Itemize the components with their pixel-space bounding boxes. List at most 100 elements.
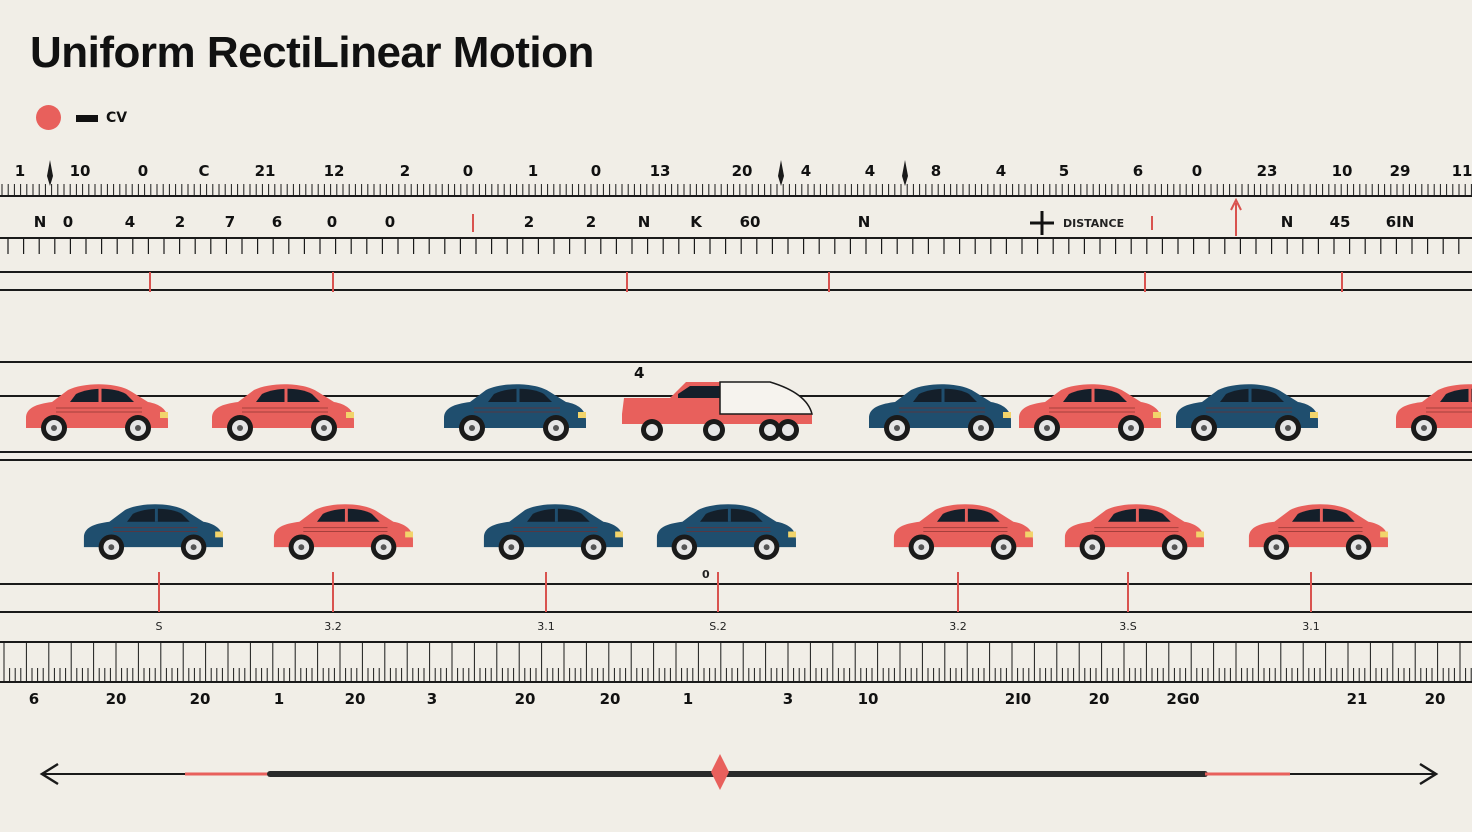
ruler-top-number: 21 <box>255 162 276 180</box>
lane2-small-label: 0 <box>702 568 710 581</box>
ruler-bottom-number: 20 <box>190 690 211 708</box>
second-scale-number: N <box>858 213 871 231</box>
legend-dot-icon <box>36 105 61 130</box>
ruler-top-number: 4 <box>996 162 1006 180</box>
legend-label: CV <box>106 110 128 126</box>
red-arrow-up-icon <box>1230 197 1242 236</box>
pointer-icon <box>902 160 908 186</box>
ruler-top-number: C <box>198 162 209 180</box>
lane2-marker-label: 3.2 <box>949 620 967 633</box>
car-icon <box>1064 504 1204 560</box>
ruler-top-number: 1 <box>528 162 538 180</box>
car-icon <box>212 384 354 441</box>
second-scale-ticks <box>7 238 1460 254</box>
motion-axis <box>39 754 1439 790</box>
legend-swatch-icon <box>76 115 98 122</box>
ruler-top-number: 23 <box>1257 162 1278 180</box>
pointer-icon <box>47 160 53 186</box>
ruler-top-ticks <box>1 184 1472 196</box>
second-scale-number: N <box>638 213 651 231</box>
lane1-cars: 4 <box>26 364 1472 441</box>
arrow-right-icon <box>1419 762 1439 786</box>
second-scale-number: 0 <box>385 213 395 231</box>
band-markers <box>149 272 1343 292</box>
ruler-bottom-ticks <box>3 642 1472 682</box>
car-icon <box>26 384 168 441</box>
axis-center-diamond-icon <box>711 754 729 790</box>
car-icon <box>1176 384 1318 441</box>
ruler-bottom-number: 2G0 <box>1166 690 1199 708</box>
ruler-top-number: 0 <box>463 162 473 180</box>
ruler-bottom-number: 1 <box>274 690 284 708</box>
ruler-top-number: 6 <box>1133 162 1143 180</box>
distance-label: DISTANCE <box>1063 217 1124 230</box>
ruler-bottom-number: 20 <box>345 690 366 708</box>
ruler-bottom-number: 2I0 <box>1005 690 1031 708</box>
ruler-bottom-number: 10 <box>858 690 879 708</box>
ruler-top-number: 0 <box>591 162 601 180</box>
ruler-bottom-number: 20 <box>515 690 536 708</box>
distance-plus-icon <box>1030 211 1054 235</box>
ruler-top-number: 29 <box>1390 162 1411 180</box>
ruler-top-number: 10 <box>1332 162 1353 180</box>
second-scale-number: N <box>1281 213 1294 231</box>
lane2-marker-label: 3.1 <box>537 620 555 633</box>
car-icon <box>1019 384 1161 441</box>
second-scale-number: 2 <box>586 213 596 231</box>
ruler-top-number: 10 <box>70 162 91 180</box>
ruler-bottom-number: 1 <box>683 690 693 708</box>
second-scale-number: N <box>34 213 47 231</box>
car-icon <box>893 504 1033 560</box>
ruler-top-number: 5 <box>1059 162 1069 180</box>
lane2-marker-label: 3.S <box>1119 620 1136 633</box>
ruler-top-number: 20 <box>732 162 753 180</box>
pointer-icon <box>778 160 784 186</box>
ruler-top-number: 2 <box>400 162 410 180</box>
car-icon <box>483 504 623 560</box>
lane2-cars <box>83 504 1388 560</box>
ruler-top-number: 12 <box>324 162 345 180</box>
arrow-left-icon <box>39 762 59 786</box>
car-icon <box>444 384 586 441</box>
ruler-top-number: 0 <box>1192 162 1202 180</box>
car-icon <box>273 504 413 560</box>
ruler-bottom-number: 20 <box>1425 690 1446 708</box>
ruler-bottom-number: 20 <box>106 690 127 708</box>
ruler-top-number: 4 <box>801 162 811 180</box>
car-icon <box>83 504 223 560</box>
lane2-marker-label: 3.2 <box>324 620 342 633</box>
marker-band <box>0 271 1472 292</box>
ruler-top-number: 0 <box>138 162 148 180</box>
ruler-top-pointers <box>47 160 908 186</box>
second-scale-number: 7 <box>225 213 235 231</box>
second-scale-number: 2 <box>175 213 185 231</box>
truck-icon: 4 <box>622 364 813 441</box>
ruler-top-number: 13 <box>650 162 671 180</box>
ruler-bottom-number: 3 <box>427 690 437 708</box>
ruler-top-number: 8 <box>931 162 941 180</box>
car-icon <box>656 504 796 560</box>
ruler-top-number: 1 <box>15 162 25 180</box>
second-scale-number: 0 <box>63 213 73 231</box>
ruler-bottom-number: 3 <box>783 690 793 708</box>
ruler-bottom-number: 20 <box>600 690 621 708</box>
second-scale-number: 60 <box>740 213 761 231</box>
second-scale-number: 6 <box>272 213 282 231</box>
second-scale-number: 2 <box>524 213 534 231</box>
second-scale-number: 0 <box>327 213 337 231</box>
truck-label: 4 <box>634 364 644 382</box>
second-scale-number: 4 <box>125 213 135 231</box>
car-icon <box>1396 384 1472 441</box>
second-scale-number: 45 <box>1330 213 1351 231</box>
lane2-marker-label: 3.1 <box>1302 620 1320 633</box>
lane2-marker-label: S.2 <box>709 620 726 633</box>
lane-1: 4 <box>0 361 1472 461</box>
page-title: Uniform RectiLinear Motion <box>30 28 594 77</box>
